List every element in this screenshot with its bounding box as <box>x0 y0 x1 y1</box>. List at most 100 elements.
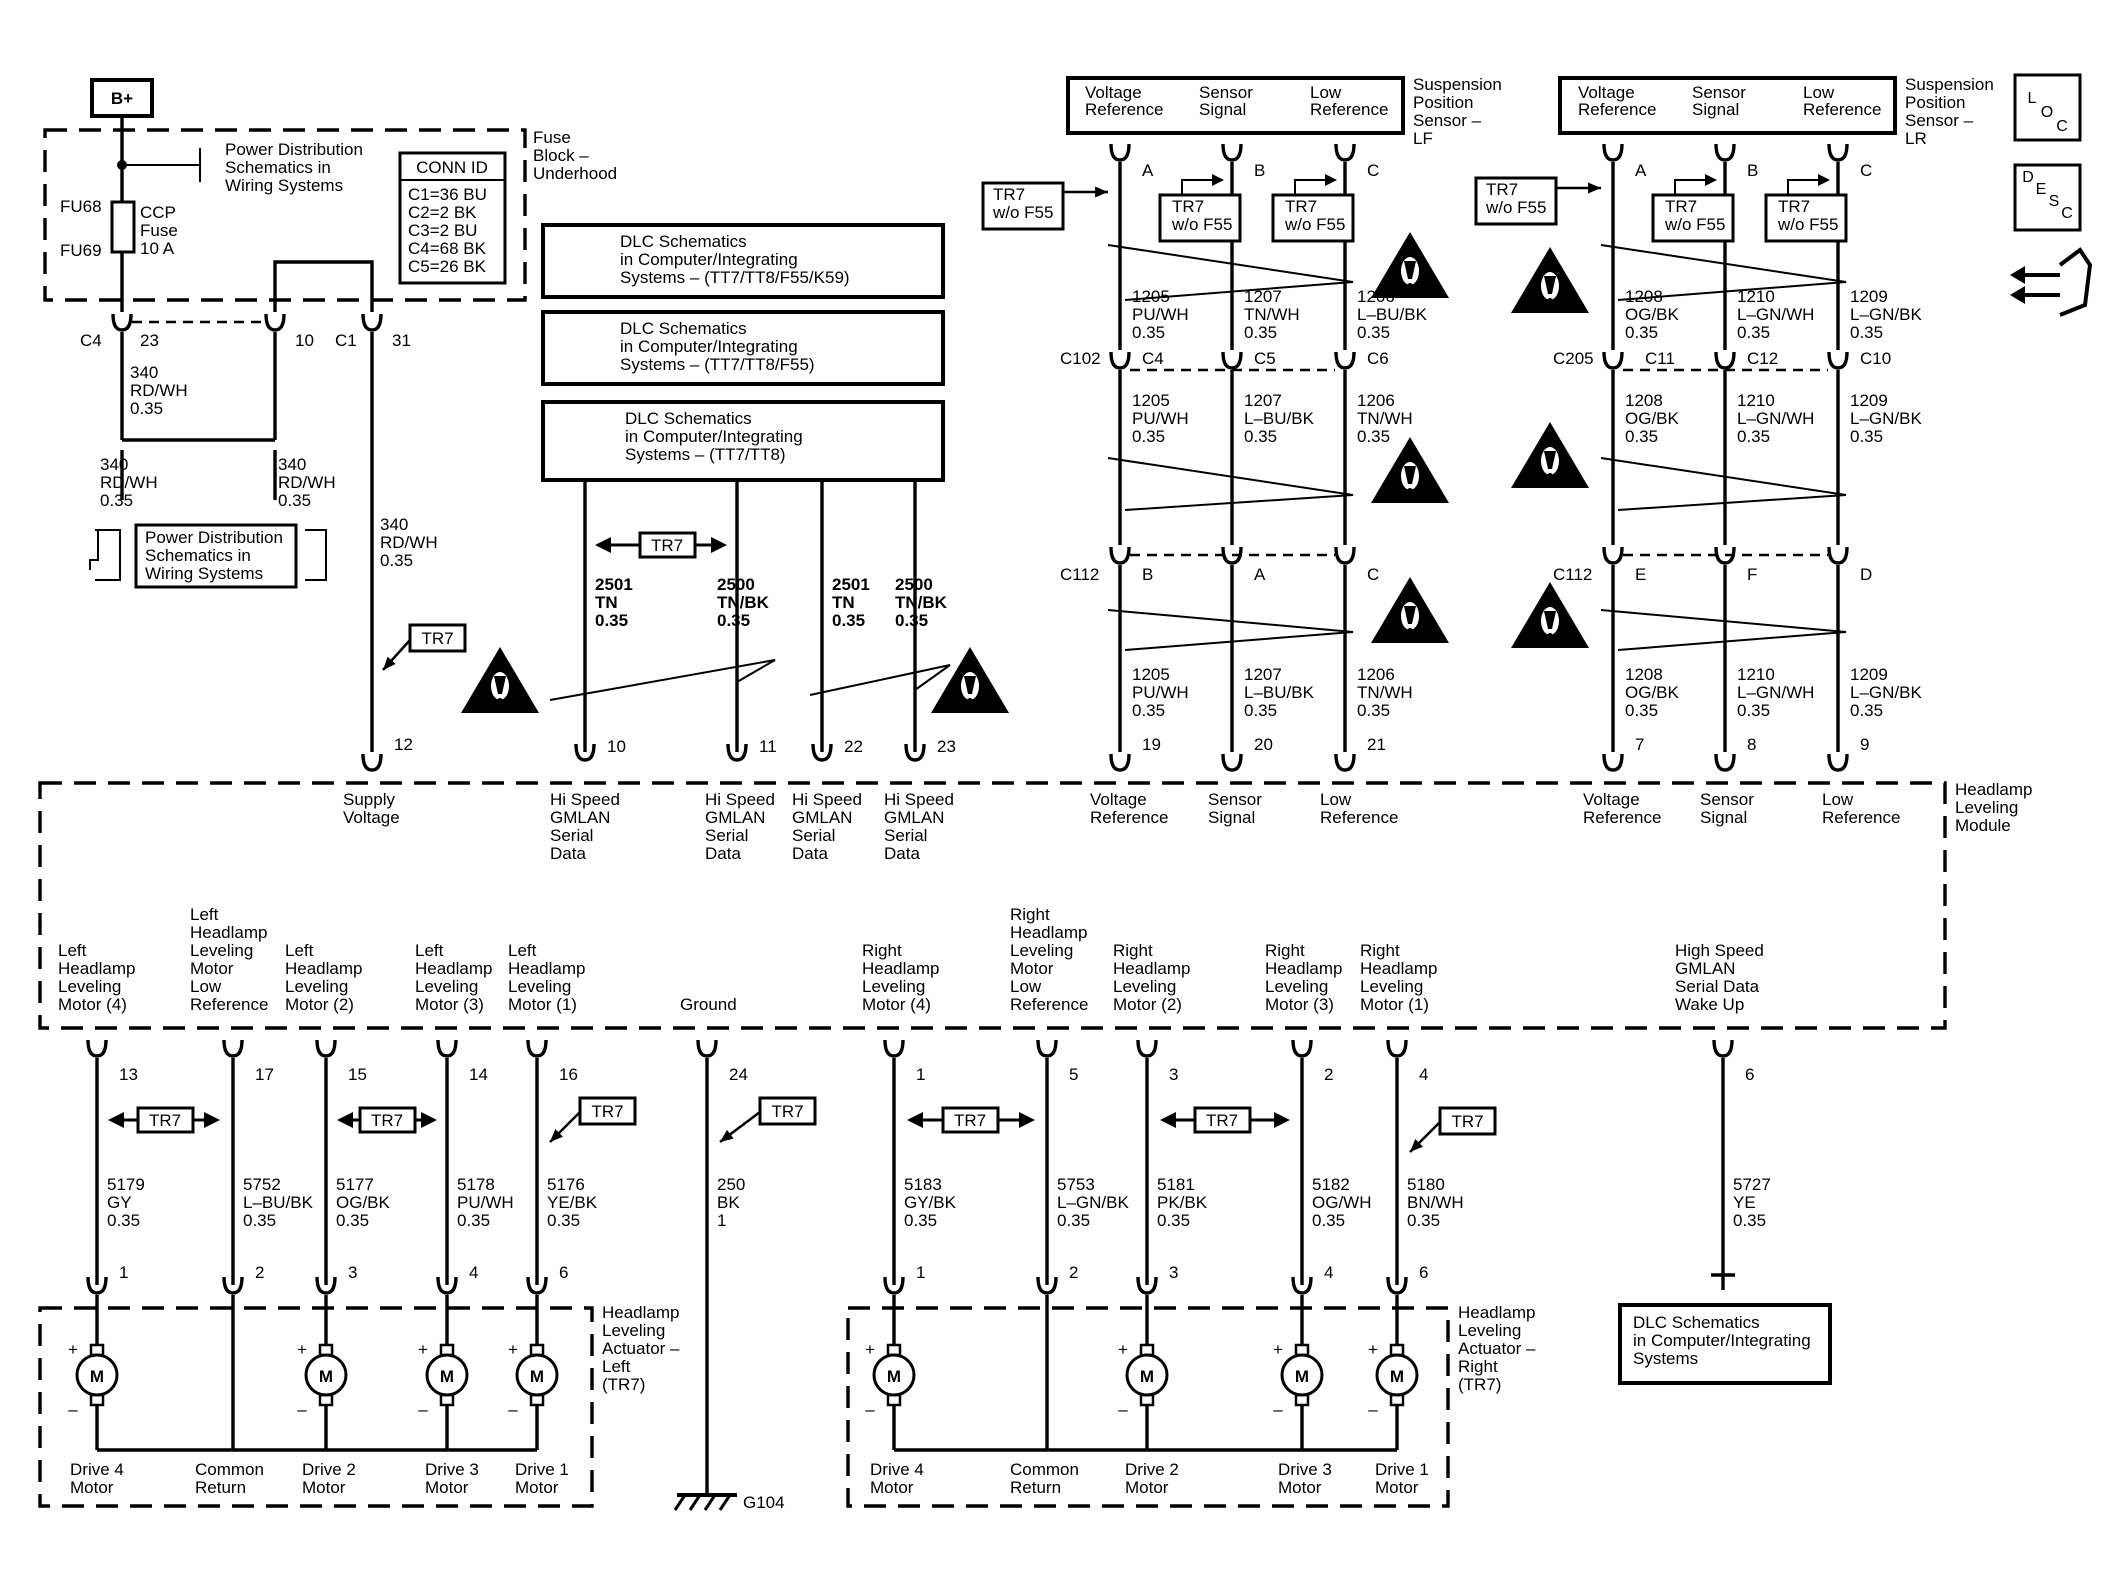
module-pin-number: 23 <box>937 737 956 756</box>
suspension-sensor-label: Suspension <box>1413 75 1502 94</box>
arrow-icon <box>1818 174 1830 186</box>
gmlan-wire-label: TN <box>595 593 618 612</box>
tr7-wo-f55-label: w/o F55 <box>1664 215 1725 234</box>
tr7-tag <box>758 1096 817 1126</box>
caution-icon <box>1511 422 1589 488</box>
sensor-pin: B <box>1747 161 1758 180</box>
headlamp-leveling-actuator-outline <box>846 1306 1450 1508</box>
suspension-sensor-label: Position <box>1413 93 1473 112</box>
module-terminal <box>361 753 383 772</box>
motor-wire-label: 5753 <box>1057 1175 1095 1194</box>
motor-wire-label: 5177 <box>336 1175 374 1194</box>
conn-id-row: C3=2 BU <box>408 221 477 240</box>
actuator-pin-number: 3 <box>348 1263 357 1282</box>
c112-terminal <box>1109 546 1131 565</box>
module-terminal <box>1386 1039 1408 1058</box>
sensor-wire-label: 0.35 <box>1357 323 1390 342</box>
loc-icon-text: L <box>2028 90 2037 107</box>
plus-sign: + <box>865 1340 875 1359</box>
motor-wire-label: GY <box>107 1193 132 1212</box>
sensor-wire-label: 1206 <box>1357 665 1395 684</box>
module-pin-label: Right <box>1113 941 1153 960</box>
motor-label: Drive 4 <box>70 1460 124 1479</box>
tr7-wo-f55-label: TR7 <box>1778 197 1810 216</box>
motor-wire-label: 5178 <box>457 1175 495 1194</box>
motor-icon: M+– <box>68 1340 119 1419</box>
sensor-wire-label: 0.35 <box>1132 427 1165 446</box>
tr7-wo-f55-label: w/o F55 <box>1485 198 1546 217</box>
module-pin-label: Headlamp <box>285 959 363 978</box>
dlc-schematics-box <box>1618 1303 1832 1385</box>
pointer-arrow-icon <box>549 1111 581 1143</box>
tr7-tag-label: TR7 <box>954 1111 986 1130</box>
module-terminal <box>696 1039 718 1058</box>
sensor-wire-label: L–BU/BK <box>1244 683 1315 702</box>
twist-line <box>809 664 951 696</box>
sensor-header-label: Sensor <box>1199 83 1253 102</box>
module-pin-label: Leveling <box>1360 977 1423 996</box>
motor-label: Drive 1 <box>1375 1460 1429 1479</box>
module-pin-number: 3 <box>1169 1065 1178 1084</box>
module-terminal <box>86 1039 108 1058</box>
actuator-pin-number: 2 <box>255 1263 264 1282</box>
suspension-sensor-label: LR <box>1905 129 1927 148</box>
sensor-terminal <box>1714 143 1736 162</box>
gmlan-wire-label: 2500 <box>717 575 755 594</box>
module-pin-label: Motor (3) <box>1265 995 1334 1014</box>
actuator-name-label: Actuator – <box>1458 1339 1536 1358</box>
module-pin-label: GMLAN <box>792 808 852 827</box>
module-terminal <box>1221 753 1243 772</box>
module-pin-label: Reference <box>1090 808 1168 827</box>
motor-label: Drive 2 <box>1125 1460 1179 1479</box>
motor-icon: M+– <box>1368 1340 1419 1419</box>
pointer <box>1787 179 1823 195</box>
motor-label: Motor <box>1375 1478 1419 1497</box>
motor-wire-label: PU/WH <box>457 1193 514 1212</box>
module-pin-label: Hi Speed <box>792 790 862 809</box>
wire-340-label: 340 <box>278 455 306 474</box>
motor-label: Return <box>1010 1478 1061 1497</box>
sensor-wire-label: 0.35 <box>1850 701 1883 720</box>
motor-wire-label: 0.35 <box>1407 1211 1440 1230</box>
motor-label: Motor <box>302 1478 346 1497</box>
sensor-wire-label: 0.35 <box>1737 701 1770 720</box>
fuse-block-outline <box>43 128 527 302</box>
motor-wire-label: GY/BK <box>904 1193 957 1212</box>
gmlan-wire-label: 0.35 <box>832 611 865 630</box>
conn2-label: C112 <box>1553 565 1592 584</box>
module-pin-label: Wake Up <box>1675 995 1744 1014</box>
twist-line <box>1107 244 1354 301</box>
tr7-tag-label: TR7 <box>651 536 683 555</box>
module-pin-label: Leveling <box>1265 977 1328 996</box>
module-pin-label: Left <box>508 941 537 960</box>
motor-symbol: M <box>440 1367 454 1386</box>
tr7-wo-f55-label: w/o F55 <box>992 203 1053 222</box>
conn1-label: C102 <box>1060 349 1101 368</box>
motor-symbol: M <box>1295 1367 1309 1386</box>
motor-wire-label: 5176 <box>547 1175 585 1194</box>
sensor-wire-label: OG/BK <box>1625 409 1680 428</box>
sensor-wire-label: PU/WH <box>1132 305 1189 324</box>
fu68-label: FU68 <box>60 197 102 216</box>
tr7-tag <box>408 623 467 653</box>
module-pin-label: Right <box>1010 905 1050 924</box>
gmlan-wire-label: 0.35 <box>595 611 628 630</box>
desc-icon <box>2013 163 2082 232</box>
gmlan-wire-label: 2501 <box>832 575 870 594</box>
tr7-wo-f55-label: TR7 <box>1285 197 1317 216</box>
motor-wire-label: 5179 <box>107 1175 145 1194</box>
module-terminal <box>811 743 833 762</box>
sensor-wire-label: L–GN/WH <box>1737 409 1814 428</box>
pin-31: 31 <box>392 331 411 350</box>
tr7-tag-label: TR7 <box>149 1111 181 1130</box>
motor-wire-label: BK <box>717 1193 740 1212</box>
pd-schematics-box-label: Power Distribution <box>145 528 283 547</box>
tr7-tag <box>136 1106 195 1134</box>
conn2-label: C112 <box>1060 565 1099 584</box>
module-pin-label: Hi Speed <box>550 790 620 809</box>
motor-symbol: M <box>319 1367 333 1386</box>
module-pin-label: Voltage <box>1090 790 1147 809</box>
sensor-header-label: Reference <box>1578 100 1656 119</box>
pin-c4: C4 <box>80 331 102 350</box>
motor-label: Common <box>1010 1460 1079 1479</box>
